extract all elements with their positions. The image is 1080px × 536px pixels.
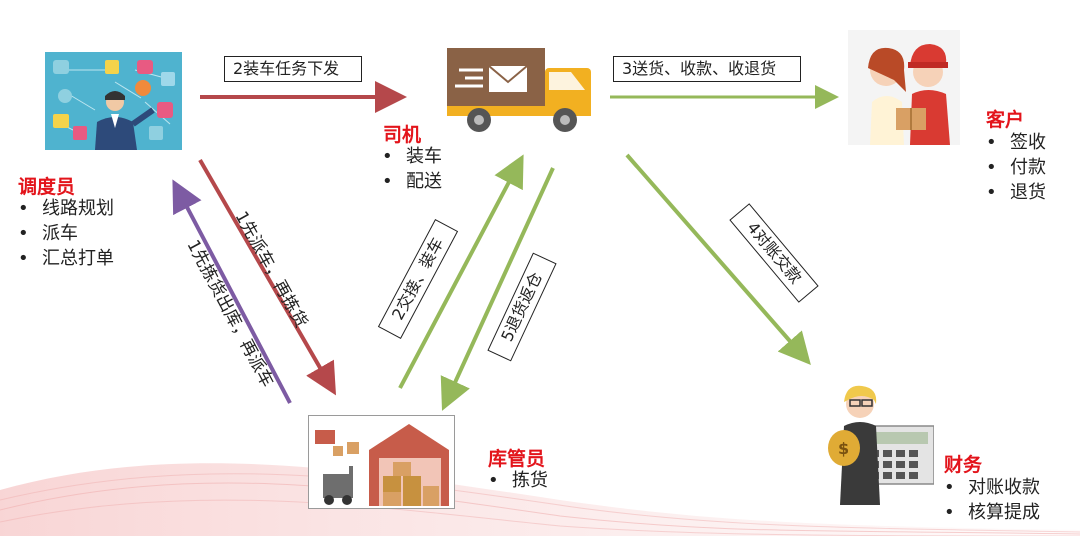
duty-item: 汇总打单 bbox=[16, 246, 114, 271]
duty-item: 装车 bbox=[380, 144, 442, 169]
duty-item: 派车 bbox=[16, 221, 114, 246]
duty-list-finance: 对账收款 核算提成 bbox=[942, 475, 1040, 525]
flow-label-loading-task: 2装车任务下发 bbox=[224, 56, 362, 82]
flow-label-delivery: 3送货、收款、收退货 bbox=[613, 56, 801, 82]
duty-item: 退货 bbox=[984, 180, 1046, 205]
duty-item: 线路规划 bbox=[16, 196, 114, 221]
duty-list-dispatcher: 线路规划 派车 汇总打单 bbox=[16, 196, 114, 271]
delivery-truck-icon bbox=[445, 44, 595, 134]
accountant-icon: $ bbox=[822, 380, 934, 505]
arrow-pick-then-dispatch bbox=[172, 179, 292, 404]
svg-text:$: $ bbox=[838, 439, 849, 458]
warehouse-icon bbox=[308, 415, 455, 509]
duty-item: 拣货 bbox=[486, 468, 548, 493]
duty-list-customer: 签收 付款 退货 bbox=[984, 130, 1046, 205]
duty-item: 核算提成 bbox=[942, 500, 1040, 525]
role-title-customer: 客户 bbox=[986, 109, 1025, 131]
couple-package-icon bbox=[848, 30, 960, 145]
role-title-warehouse: 库管员 bbox=[488, 448, 546, 470]
role-title-driver: 司机 bbox=[383, 124, 422, 146]
arrow-handover-loading bbox=[398, 154, 524, 389]
duty-item: 签收 bbox=[984, 130, 1046, 155]
arrow-reconcile-payment bbox=[625, 153, 811, 366]
arrow-dispatch-then-pick bbox=[198, 158, 337, 396]
duty-item: 对账收款 bbox=[942, 475, 1040, 500]
duty-item: 配送 bbox=[380, 169, 442, 194]
role-title-dispatcher: 调度员 bbox=[18, 176, 76, 198]
duty-list-driver: 装车 配送 bbox=[380, 144, 442, 194]
role-title-finance: 财务 bbox=[944, 454, 983, 476]
arrow-return-to-warehouse bbox=[440, 167, 555, 411]
duty-list-warehouse: 拣货 bbox=[486, 468, 548, 493]
network-person-icon bbox=[45, 52, 182, 150]
duty-item: 付款 bbox=[984, 155, 1046, 180]
